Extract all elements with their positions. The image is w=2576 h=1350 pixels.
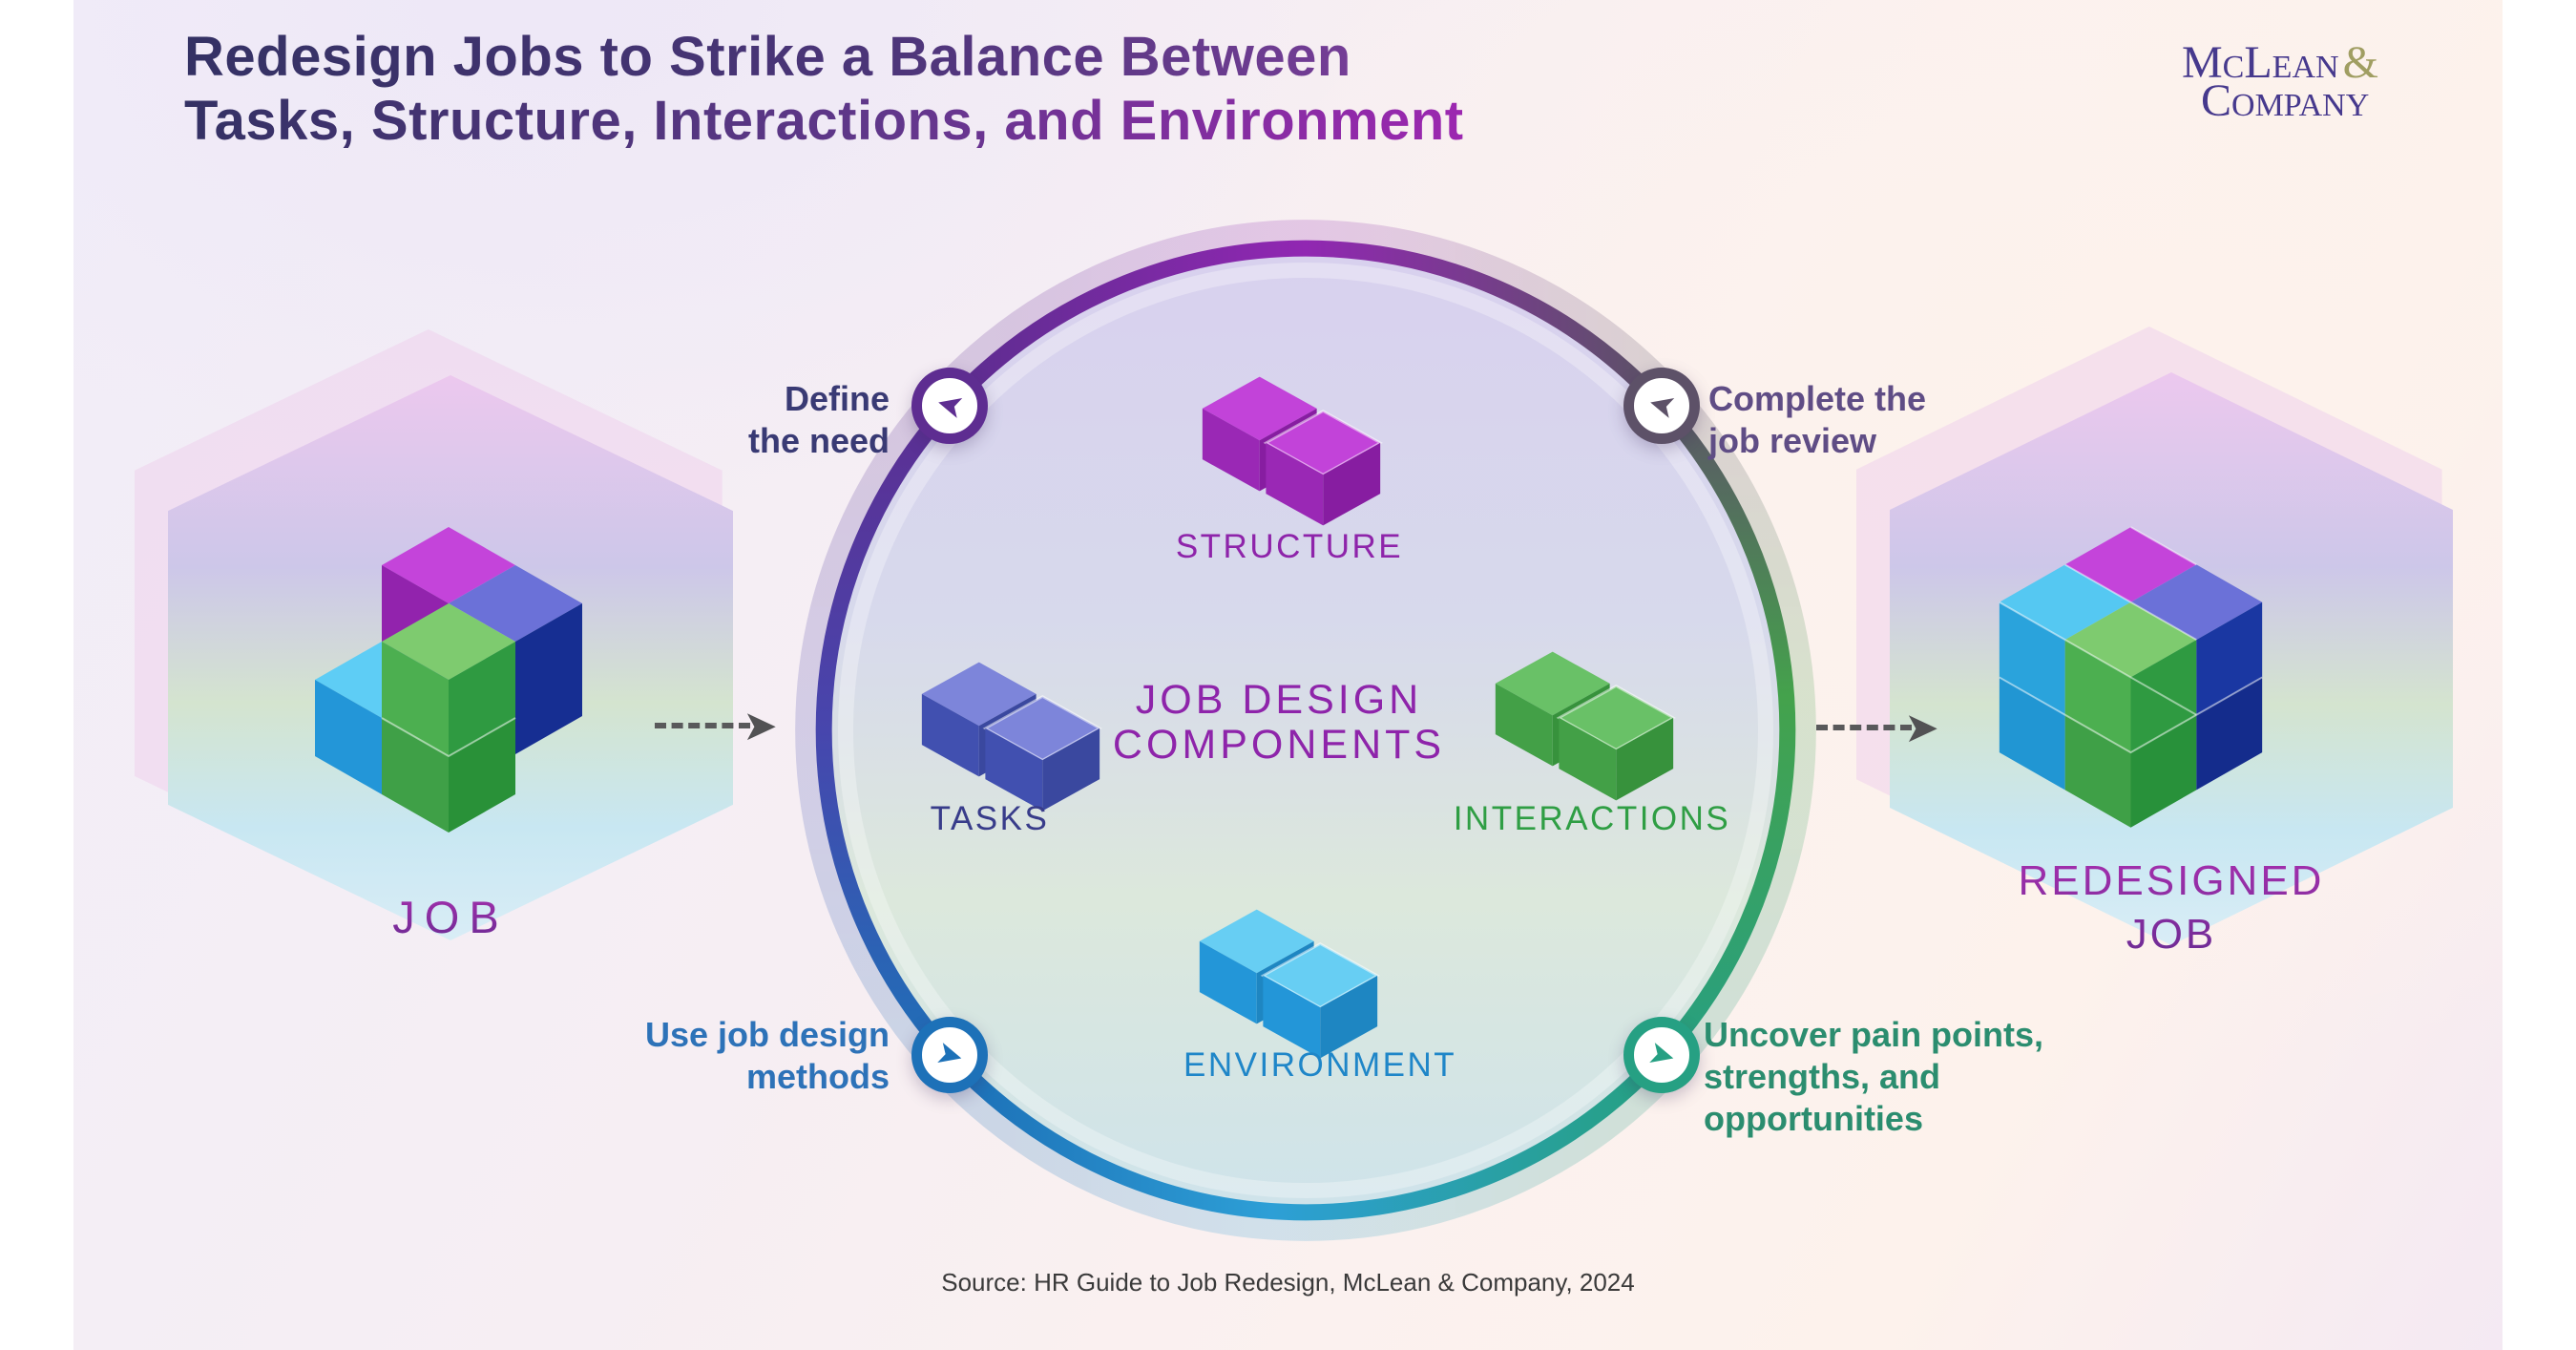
redesigned-job-label: REDESIGNED JOB <box>1890 854 2453 961</box>
mclean-company-logo: McLean & Company <box>2182 37 2378 126</box>
environment-cubes-icon <box>1199 909 1380 1059</box>
cursor-arrow-icon: ➤ <box>1644 1033 1680 1077</box>
step-label-uncover-points: Uncover pain points, strengths, and oppo… <box>1704 1015 2044 1138</box>
step-label-define-need: Define the need <box>747 379 890 460</box>
flow-arrow-right: ➤ <box>1816 707 1959 750</box>
environment-label: ENVIRONMENT <box>1183 1046 1457 1084</box>
step-label-use-methods: Use job design methods <box>644 1015 890 1096</box>
page-title-line1: Redesign Jobs to Strike a Balance Betwee… <box>184 25 1464 89</box>
flow-arrow-left: ➤ <box>655 705 798 749</box>
tasks-label: TASKS <box>930 800 1050 837</box>
dashed-line <box>1816 725 1912 730</box>
step-node-uncover-points: ➤ <box>1623 1017 1700 1093</box>
job-hexagon: JOB <box>135 329 733 943</box>
ring-band <box>815 240 1796 1221</box>
circle-title-line1: JOB DESIGN <box>1135 677 1423 723</box>
step-node-define-need: ➤ <box>911 368 988 444</box>
structure-cubes-icon <box>1202 376 1383 526</box>
logo-line2: Company <box>2201 75 2370 126</box>
logo-ampersand: & <box>2342 37 2378 88</box>
step-label-complete-review: Complete the job review <box>1708 379 1927 460</box>
complete-job-cube-illustration <box>1999 526 2263 828</box>
arrowhead-icon: ➤ <box>743 703 778 749</box>
cursor-arrow-icon: ➤ <box>932 1033 968 1077</box>
logo-line1: McLean & <box>2182 37 2378 88</box>
cursor-arrow-icon: ➤ <box>1644 384 1680 428</box>
interactions-label: INTERACTIONS <box>1453 800 1731 837</box>
circle-title-line2: COMPONENTS <box>1112 722 1446 768</box>
cursor-arrow-icon: ➤ <box>932 384 968 428</box>
job-design-cycle-ring <box>795 220 1816 1241</box>
job-label: JOB <box>168 891 733 943</box>
page-title-line2: Tasks, Structure, Interactions, and Envi… <box>184 90 1464 152</box>
incomplete-job-cube-illustration <box>315 527 582 833</box>
tasks-cubes-icon <box>921 662 1102 812</box>
circle-center-title: JOB DESIGN COMPONENTS <box>1079 678 1479 768</box>
step-node-complete-review: ➤ <box>1623 368 1700 444</box>
dashed-line <box>655 723 750 728</box>
step-node-use-methods: ➤ <box>911 1017 988 1093</box>
page-title: Redesign Jobs to Strike a Balance Betwee… <box>184 25 1464 153</box>
interactions-cubes-icon <box>1495 651 1676 801</box>
redesigned-job-hexagon: REDESIGNED JOB <box>1856 327 2453 945</box>
source-citation: Source: HR Guide to Job Redesign, McLean… <box>941 1268 1635 1297</box>
structure-label: STRUCTURE <box>1175 528 1404 565</box>
ring-inner-fill <box>828 253 1783 1208</box>
arrowhead-icon: ➤ <box>1904 705 1939 751</box>
